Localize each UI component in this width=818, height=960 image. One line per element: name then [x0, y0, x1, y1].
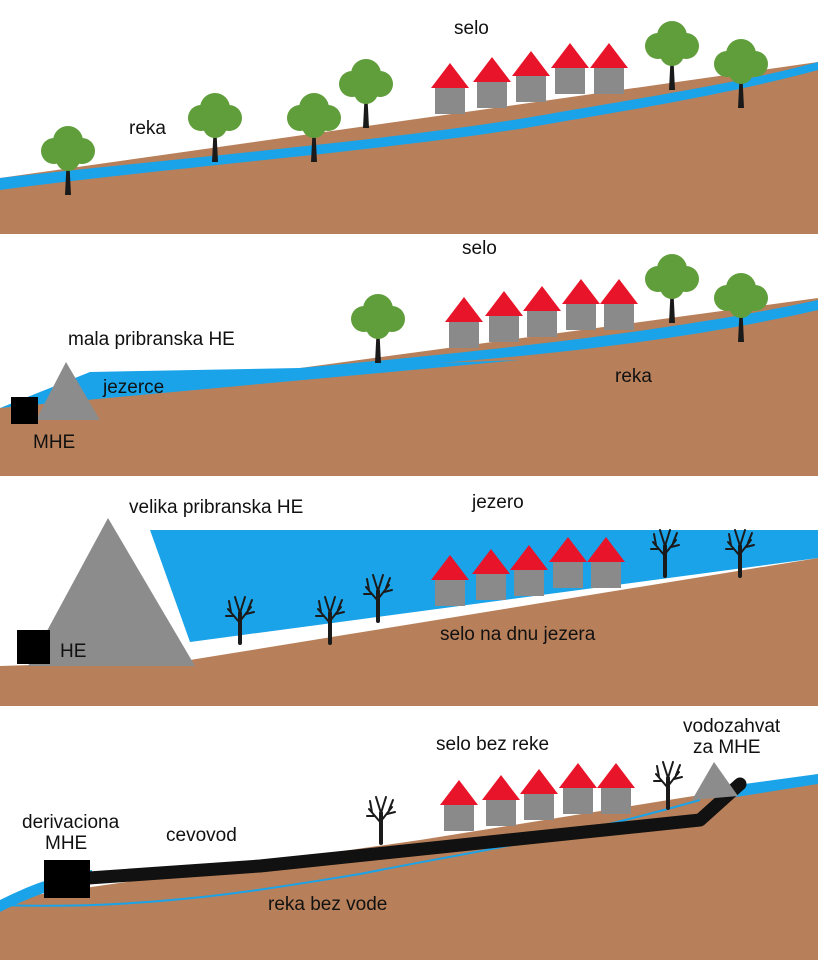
submerged-house [549, 537, 587, 588]
bare-tree [653, 761, 683, 810]
house [431, 63, 469, 114]
label-pond: jezerce [102, 377, 164, 398]
house [551, 43, 589, 94]
panel-separator [0, 234, 818, 236]
panel-separator [0, 706, 818, 710]
house [590, 43, 628, 94]
small-hydro-plant [11, 397, 38, 424]
house [523, 286, 561, 337]
bare-tree [363, 574, 393, 623]
derivation-plant [44, 860, 90, 898]
tree [188, 93, 242, 162]
panel-separator [0, 476, 818, 480]
label-river: reka [129, 118, 166, 139]
house [440, 780, 478, 831]
large-dam [28, 518, 195, 666]
label-village: selo [462, 238, 497, 259]
river [300, 300, 818, 372]
label-river: reka [615, 366, 652, 387]
tree [351, 294, 405, 363]
bare-tree [725, 529, 755, 578]
label-sunken-village: selo na dnu jezera [440, 624, 596, 645]
house [559, 763, 597, 814]
ground [0, 62, 818, 234]
label-village: selo bez reke [436, 734, 549, 755]
label-village: selo [454, 18, 489, 39]
label-plant-line1: derivaciona [22, 812, 120, 833]
house [482, 775, 520, 826]
ground [0, 776, 818, 960]
house [473, 57, 511, 108]
label-pipe: cevovod [166, 825, 237, 846]
label-intake-line2: za MHE [693, 737, 761, 758]
tree [714, 273, 768, 342]
ground [0, 558, 818, 706]
submerged-house [431, 555, 469, 606]
panel-small-dam: selo mala pribranska HE jezerce reka MHE [0, 238, 818, 476]
house [485, 291, 523, 342]
tree [287, 93, 341, 162]
tree [645, 21, 699, 90]
bare-tree [650, 529, 680, 578]
label-dry-river: reka bez vode [268, 894, 387, 915]
tree [339, 59, 393, 128]
submerged-house [472, 549, 510, 600]
submerged-house [587, 537, 625, 588]
river [0, 62, 818, 190]
intake-dam [692, 762, 738, 800]
house [520, 769, 558, 820]
label-large-dam: velika pribranska HE [129, 497, 303, 518]
penstock-pipe [53, 777, 747, 887]
house [600, 279, 638, 330]
house [512, 51, 550, 102]
bare-tree [366, 796, 396, 845]
label-plant: HE [60, 641, 86, 662]
bare-tree [315, 596, 345, 645]
small-dam [36, 362, 100, 420]
submerged-house [510, 545, 548, 596]
label-intake-line1: vodozahvat [683, 716, 781, 737]
tree [41, 126, 95, 195]
panel-large-dam: velika pribranska HE jezero HE selo na d… [0, 492, 818, 706]
label-lake: jezero [471, 492, 524, 513]
tree [645, 254, 699, 323]
pond [0, 360, 520, 408]
label-small-dam: mala pribranska HE [68, 329, 235, 350]
panel-derivation: selo bez reke vodozahvat za MHE derivaci… [0, 716, 818, 960]
label-plant: MHE [33, 432, 75, 453]
hydro-plant [17, 630, 50, 664]
house [597, 763, 635, 814]
bare-tree [225, 596, 255, 645]
house [445, 297, 483, 348]
panel-natural-river: selo reka [0, 18, 818, 234]
label-plant-line2: MHE [45, 833, 87, 854]
house [562, 279, 600, 330]
tree [714, 39, 768, 108]
